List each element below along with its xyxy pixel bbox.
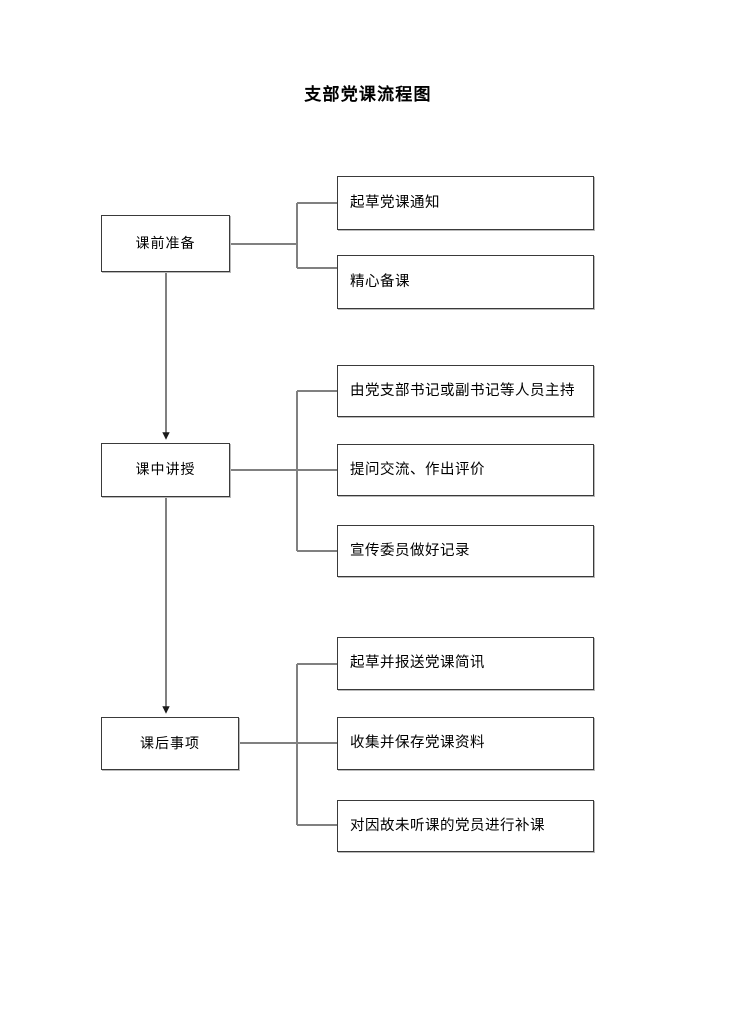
stage-node-1[interactable]: 课前准备: [101, 215, 230, 272]
stage-node-3[interactable]: 课后事项: [101, 717, 239, 770]
task-node-2-3-label: 宣传委员做好记录: [350, 542, 470, 559]
task-node-1-2[interactable]: 精心备课: [337, 255, 594, 309]
stage-node-2[interactable]: 课中讲授: [101, 443, 230, 497]
task-node-2-2-label: 提问交流、作出评价: [350, 461, 485, 478]
task-node-1-1-label: 起草党课通知: [350, 194, 440, 211]
task-node-3-3[interactable]: 对因故未听课的党员进行补课: [337, 800, 594, 852]
task-node-3-1[interactable]: 起草并报送党课简讯: [337, 637, 594, 690]
task-node-3-1-label: 起草并报送党课简讯: [350, 655, 485, 672]
task-node-3-3-label: 对因故未听课的党员进行补课: [350, 817, 545, 834]
page-title: 支部党课流程图: [304, 85, 432, 104]
task-node-2-2[interactable]: 提问交流、作出评价: [337, 444, 594, 496]
task-node-2-1-label: 由党支部书记或副书记等人员主持: [350, 382, 575, 399]
task-node-1-1[interactable]: 起草党课通知: [337, 176, 594, 230]
task-node-2-1[interactable]: 由党支部书记或副书记等人员主持: [337, 365, 594, 417]
stage-node-3-label: 课后事项: [140, 734, 200, 751]
stage-node-1-label: 课前准备: [135, 234, 196, 251]
task-node-1-2-label: 精心备课: [350, 273, 410, 290]
task-node-2-3[interactable]: 宣传委员做好记录: [337, 525, 594, 577]
task-node-3-2[interactable]: 收集并保存党课资料: [337, 717, 594, 770]
task-node-3-2-label: 收集并保存党课资料: [350, 735, 485, 752]
stage-node-2-label: 课中讲授: [135, 461, 196, 478]
